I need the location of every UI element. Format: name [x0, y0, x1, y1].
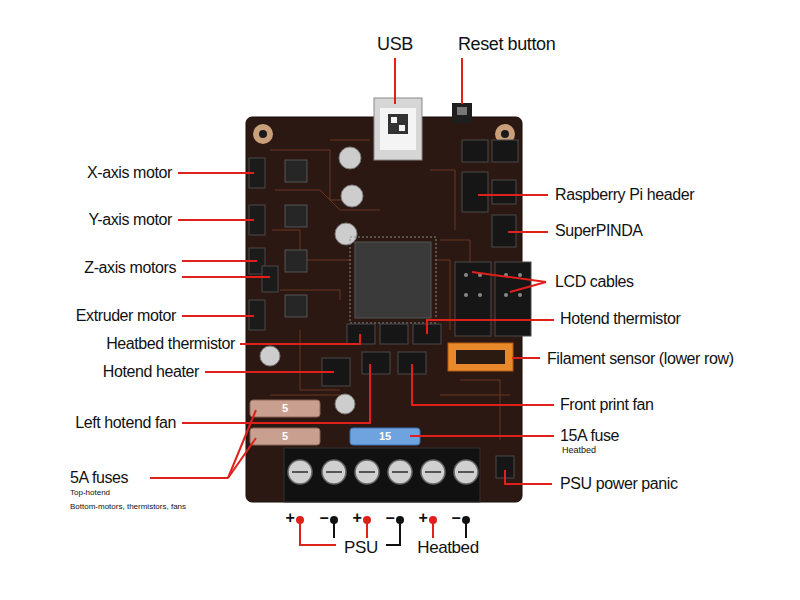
part-label: Hotend thermistor — [560, 310, 680, 328]
part-label: Front print fan — [560, 396, 654, 414]
polarity-mark: + — [286, 509, 295, 527]
polarity-mark: – — [320, 509, 329, 527]
part-label: Extruder motor — [76, 307, 176, 325]
part-label: Y-axis motor — [88, 211, 172, 229]
part-note: Heatbed — [562, 446, 596, 456]
part-note: Top-hotend — [70, 489, 110, 498]
part-label: Left hotend fan — [75, 414, 176, 432]
part-label: Z-axis motors — [84, 259, 176, 277]
part-label: LCD cables — [555, 273, 634, 291]
part-label: SuperPINDA — [555, 222, 643, 240]
terminal-label: Heatbed — [417, 539, 478, 558]
part-label: Raspberry Pi header — [555, 186, 694, 204]
polarity-mark: – — [452, 509, 461, 527]
part-label: Hotend heater — [103, 363, 199, 381]
polarity-mark: + — [353, 509, 362, 527]
fuse-rating: 15 — [379, 430, 391, 442]
part-label: X-axis motor — [87, 164, 172, 182]
part-note: Bottom-motors, thermistors, fans — [70, 503, 186, 512]
part-label: Heatbed thermistor — [106, 335, 235, 353]
polarity-mark: – — [386, 509, 395, 527]
part-label: 5A fuses — [70, 469, 128, 487]
part-label: Filament sensor (lower row) — [547, 350, 734, 368]
part-label: PSU power panic — [560, 475, 678, 493]
part-label: Reset button — [458, 35, 555, 55]
part-label: USB — [377, 35, 413, 55]
fuse-rating: 5 — [282, 430, 288, 442]
fuse-rating: 5 — [282, 402, 288, 414]
polarity-mark: + — [419, 509, 428, 527]
terminal-label: PSU — [344, 539, 378, 558]
part-label: 15A fuse — [560, 427, 619, 445]
